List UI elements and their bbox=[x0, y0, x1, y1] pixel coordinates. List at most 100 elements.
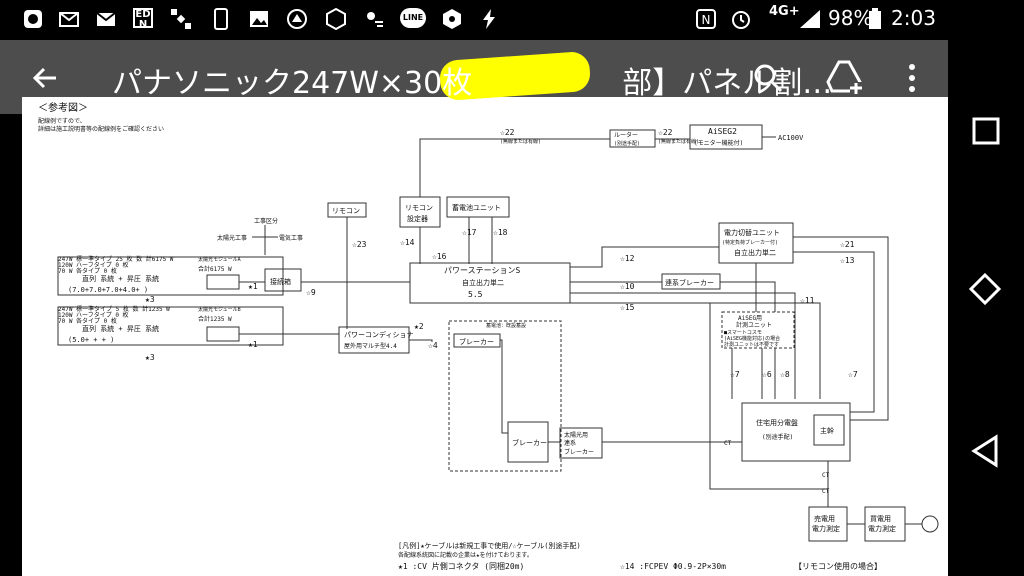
svg-text:★3: ★3 bbox=[145, 353, 155, 362]
svg-text:自立出力単二: 自立出力単二 bbox=[734, 248, 776, 257]
status-bar: ED N LINE N 4G+ 98% 2:03 bbox=[0, 0, 948, 40]
mail-icon bbox=[96, 12, 116, 26]
svg-text:ブレーカー: ブレーカー bbox=[512, 438, 547, 447]
svg-text:工事区分: 工事区分 bbox=[254, 217, 278, 225]
svg-text:(無線または有線): (無線または有線) bbox=[658, 138, 699, 145]
flash-icon bbox=[483, 9, 495, 29]
satellite-icon bbox=[171, 9, 191, 29]
svg-text:☆21: ☆21 bbox=[840, 240, 855, 249]
svg-text:蓄電池：既設蓄設: 蓄電池：既設蓄設 bbox=[486, 322, 526, 329]
svg-text:☆17: ☆17 bbox=[462, 228, 477, 237]
image-icon bbox=[250, 11, 268, 27]
svg-text:直列 系統 + 昇圧 系統: 直列 系統 + 昇圧 系統 bbox=[82, 274, 159, 283]
svg-text:CT: CT bbox=[822, 488, 830, 495]
svg-text:リモコン: リモコン bbox=[332, 207, 360, 215]
svg-text:☆7: ☆7 bbox=[848, 370, 858, 379]
svg-text:☆22: ☆22 bbox=[500, 128, 515, 137]
svg-text:AiSEG用: AiSEG用 bbox=[738, 315, 762, 322]
svg-text:[凡例]★ケーブルは新規工事で使用/☆ケーブル(別途手配): [凡例]★ケーブルは新規工事で使用/☆ケーブル(別途手配) bbox=[398, 541, 581, 550]
svg-text:☆18: ☆18 bbox=[493, 228, 508, 237]
back-icon[interactable] bbox=[970, 434, 1000, 468]
svg-text:自立出力単二: 自立出力単二 bbox=[462, 278, 504, 287]
recent-apps-icon[interactable] bbox=[972, 117, 1000, 145]
home-icon[interactable] bbox=[968, 272, 1002, 306]
back-arrow-icon[interactable] bbox=[30, 63, 60, 93]
svg-text:☆22: ☆22 bbox=[658, 128, 673, 137]
svg-text:☆10: ☆10 bbox=[620, 282, 635, 291]
svg-text:☆14: ☆14 bbox=[400, 238, 415, 247]
svg-text:CT: CT bbox=[724, 440, 732, 447]
alarm-icon bbox=[732, 11, 750, 29]
svg-text:(7.0+7.0+7.0+4.0+ ): (7.0+7.0+7.0+4.0+ ) bbox=[68, 286, 148, 294]
svg-text:主幹: 主幹 bbox=[820, 426, 834, 435]
wiring-diagram: ＜参考図＞ 配線例ですので、 詳細は施工説明書等の配線例をご確認ください ☆22… bbox=[38, 101, 939, 571]
svg-text:☆4: ☆4 bbox=[428, 341, 438, 350]
svg-text:各配線系統図に記載の企業は★を付けております。: 各配線系統図に記載の企業は★を付けております。 bbox=[398, 551, 533, 559]
app-icon bbox=[443, 9, 461, 29]
svg-text:リモコン: リモコン bbox=[405, 204, 433, 212]
svg-text:連系ブレーカー: 連系ブレーカー bbox=[665, 278, 714, 287]
svg-text:接続箱: 接続箱 bbox=[270, 277, 291, 286]
diagram-labels: ＜参考図＞ 配線例ですので、 詳細は施工説明書等の配線例をご確認ください ☆22… bbox=[38, 101, 896, 571]
battery-percent: 98% bbox=[828, 6, 873, 30]
svg-text:設定器: 設定器 bbox=[407, 214, 428, 223]
svg-text:☆8: ☆8 bbox=[780, 370, 790, 379]
svg-text:合計1235 W: 合計1235 W bbox=[198, 315, 232, 323]
svg-text:☆7: ☆7 bbox=[730, 370, 740, 379]
document-title: パナソニック247W×30枚部】パネル割… bbox=[112, 66, 833, 101]
mail-icon bbox=[59, 12, 79, 27]
svg-text:☆13: ☆13 bbox=[840, 256, 855, 265]
svg-text:電力測定: 電力測定 bbox=[868, 524, 896, 533]
svg-text:計測ユニットは不要です: 計測ユニットは不要です bbox=[724, 341, 779, 348]
svg-text:パワーステーションS: パワーステーションS bbox=[444, 266, 520, 275]
svg-text:☆15: ☆15 bbox=[620, 303, 635, 312]
svg-text:☆12: ☆12 bbox=[620, 254, 635, 263]
svg-text:ブレーカー: ブレーカー bbox=[459, 337, 494, 346]
svg-text:N: N bbox=[702, 13, 711, 27]
svg-text:(無線または有線): (無線または有線) bbox=[500, 138, 541, 145]
svg-text:買電用: 買電用 bbox=[870, 515, 891, 523]
svg-text:合計6175 W: 合計6175 W bbox=[198, 265, 232, 273]
more-options-icon[interactable] bbox=[906, 62, 918, 94]
svg-text:5.5: 5.5 bbox=[468, 290, 483, 299]
svg-text:70 W 各タイプ 0 枚: 70 W 各タイプ 0 枚 bbox=[58, 317, 117, 325]
network-type: 4G+ bbox=[769, 4, 800, 19]
svg-text:電力切替ユニット: 電力切替ユニット bbox=[724, 228, 780, 237]
app-icon bbox=[287, 9, 307, 29]
document-page[interactable]: ＜参考図＞ 配線例ですので、 詳細は施工説明書等の配線例をご確認ください ☆22… bbox=[22, 97, 948, 576]
svg-text:太陽光モジュールA: 太陽光モジュールA bbox=[198, 256, 241, 263]
svg-text:蓄電池ユニット: 蓄電池ユニット bbox=[452, 203, 501, 212]
svg-text:★1 :CV 片側コネクタ (同梱20m): ★1 :CV 片側コネクタ (同梱20m) bbox=[398, 561, 524, 571]
svg-text:☆9: ☆9 bbox=[306, 288, 316, 297]
svg-text:(特定負荷ブレーカー付): (特定負荷ブレーカー付) bbox=[722, 239, 778, 246]
svg-text:電気工事: 電気工事 bbox=[279, 234, 303, 242]
svg-text:247W 標一準タイプ 25 枚 数 計6175: 247W 標一準タイプ 25 枚 数 計6175 W bbox=[58, 255, 174, 263]
svg-text:☆11: ☆11 bbox=[800, 296, 815, 305]
svg-text:詳細は施工説明書等の配線例をご確認ください: 詳細は施工説明書等の配線例をご確認ください bbox=[38, 125, 164, 133]
svg-text:ブレーカー: ブレーカー bbox=[564, 448, 594, 456]
signal-icon bbox=[800, 10, 820, 28]
svg-text:計測ユニット: 計測ユニット bbox=[736, 321, 772, 329]
battery-icon bbox=[869, 8, 881, 29]
svg-text:★1: ★1 bbox=[248, 282, 258, 291]
svg-text:AC100V: AC100V bbox=[778, 134, 804, 142]
add-to-drive-icon[interactable] bbox=[826, 60, 864, 96]
svg-text:【リモコン使用の場合】: 【リモコン使用の場合】 bbox=[794, 561, 882, 571]
weather-icon bbox=[367, 12, 383, 27]
svg-text:★1: ★1 bbox=[248, 340, 258, 349]
svg-text:120W ハーフタイプ 0 枚: 120W ハーフタイプ 0 枚 bbox=[58, 261, 129, 269]
svg-text:太陽光モジュールB: 太陽光モジュールB bbox=[198, 306, 241, 313]
svg-text:直列 系統 + 昇圧 系統: 直列 系統 + 昇圧 系統 bbox=[82, 324, 159, 333]
notification-icon bbox=[24, 10, 42, 28]
app-icon bbox=[326, 8, 346, 30]
diagram-lines bbox=[57, 124, 939, 542]
svg-text:売電用: 売電用 bbox=[814, 514, 835, 523]
clock: 2:03 bbox=[891, 6, 936, 30]
line-icon: LINE bbox=[400, 8, 426, 28]
svg-text:☆23: ☆23 bbox=[352, 240, 367, 249]
search-icon[interactable] bbox=[752, 62, 784, 94]
svg-text:(モニター機能付): (モニター機能付) bbox=[694, 139, 743, 147]
ref-label: ＜参考図＞ bbox=[38, 101, 88, 114]
svg-text:247W 標一準タイプ 5 枚 数 計1235 W: 247W 標一準タイプ 5 枚 数 計1235 W bbox=[58, 305, 170, 313]
svg-text:☆16: ☆16 bbox=[432, 252, 447, 261]
